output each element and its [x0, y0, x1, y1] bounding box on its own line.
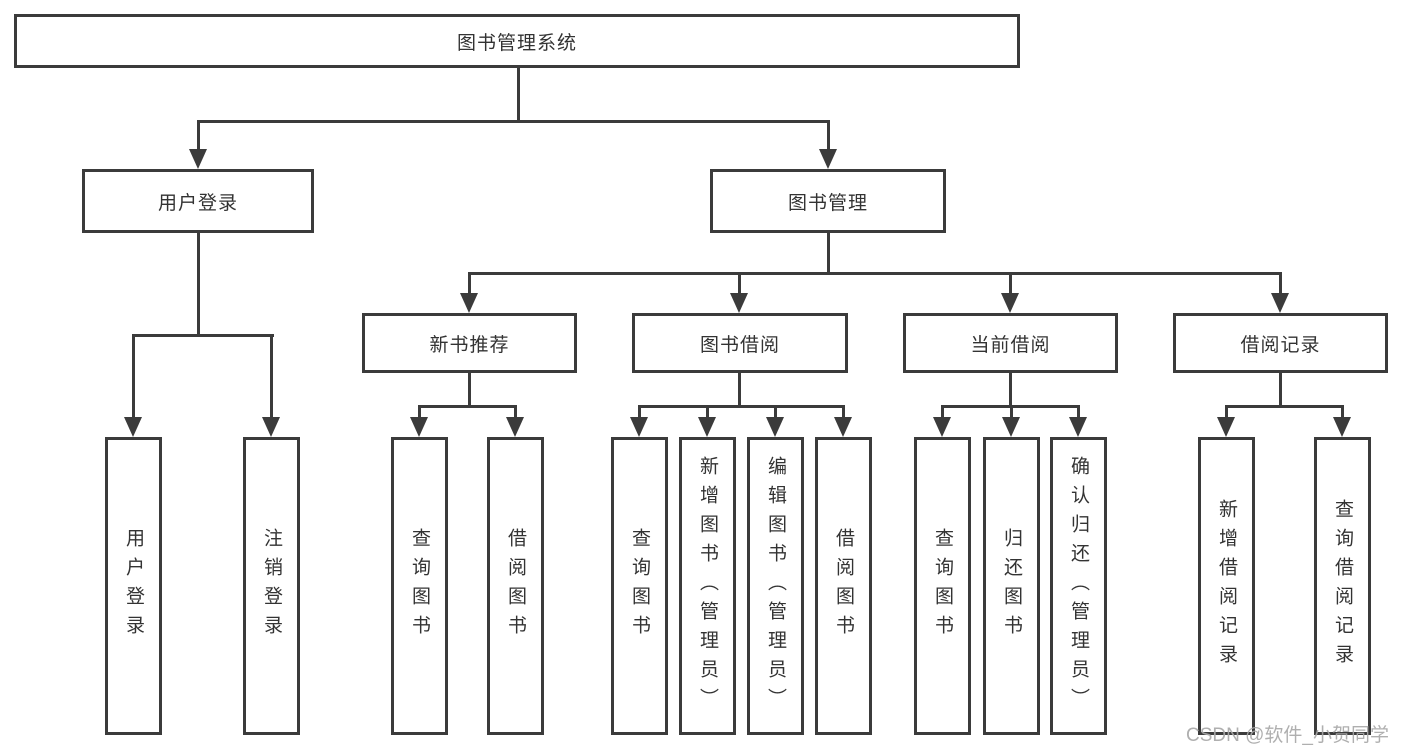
connector-line	[418, 405, 517, 408]
leaf-edit-books-admin: 编辑图书（管理员）	[747, 437, 804, 735]
arrow-down	[1002, 417, 1020, 437]
arrow-down	[698, 417, 716, 437]
connector-line	[827, 120, 830, 152]
arrow-down	[730, 293, 748, 313]
node-borrowing-records: 借阅记录	[1173, 313, 1388, 373]
node-current-borrowing: 当前借阅	[903, 313, 1118, 373]
connector-line	[1009, 373, 1012, 408]
connector-line	[638, 405, 845, 408]
connector-line	[1077, 405, 1080, 420]
connector-line	[197, 233, 200, 337]
connector-line	[827, 233, 830, 275]
node-label: 确认归还（管理员）	[1068, 455, 1089, 717]
arrow-down	[460, 293, 478, 313]
connector-line	[468, 272, 471, 298]
connector-line	[706, 405, 709, 420]
connector-line	[197, 120, 830, 123]
node-label: 借阅图书	[505, 528, 526, 644]
connector-line	[638, 405, 641, 420]
connector-line	[1225, 405, 1343, 408]
csdn-watermark: CSDN @软件_小贺同学	[1186, 725, 1389, 746]
node-label: 图书管理系统	[456, 32, 577, 54]
node-label: 用户登录	[123, 528, 144, 644]
connector-line	[270, 334, 273, 420]
connector-line	[774, 405, 777, 420]
arrow-down	[506, 417, 524, 437]
connector-line	[514, 405, 517, 420]
node-label: 借阅图书	[833, 528, 854, 644]
connector-line	[1279, 373, 1282, 408]
arrow-down	[124, 417, 142, 437]
node-label: 注销登录	[261, 528, 282, 644]
connector-line	[197, 120, 200, 152]
arrow-down	[630, 417, 648, 437]
connector-line	[1279, 272, 1282, 298]
leaf-logout: 注销登录	[243, 437, 300, 735]
connector-line	[1225, 405, 1228, 420]
node-label: 图书借阅	[699, 334, 780, 356]
leaf-confirm-return-admin: 确认归还（管理员）	[1050, 437, 1107, 735]
node-label: 当前借阅	[970, 334, 1051, 356]
node-user-login: 用户登录	[82, 169, 314, 233]
leaf-add-borrow-record: 新增借阅记录	[1198, 437, 1255, 735]
leaf-return-books: 归还图书	[983, 437, 1040, 735]
leaf-user-login: 用户登录	[105, 437, 162, 735]
leaf-borrow-books-recommend: 借阅图书	[487, 437, 544, 735]
connector-line	[468, 373, 471, 408]
connector-line	[1341, 405, 1344, 420]
connector-line	[418, 405, 421, 420]
arrow-down	[1271, 293, 1289, 313]
node-label: 查询图书	[932, 528, 953, 644]
arrow-down	[1001, 293, 1019, 313]
leaf-add-books-admin: 新增图书（管理员）	[679, 437, 736, 735]
node-label: 图书管理	[787, 192, 868, 214]
connector-line	[132, 334, 135, 420]
node-label: 新增借阅记录	[1216, 499, 1237, 673]
node-label: 编辑图书（管理员）	[765, 455, 786, 717]
connector-line	[738, 373, 741, 408]
arrow-down	[1217, 417, 1235, 437]
arrow-down	[834, 417, 852, 437]
node-label: 查询图书	[629, 528, 650, 644]
arrow-down	[933, 417, 951, 437]
node-label: 用户登录	[157, 192, 238, 214]
leaf-query-books-borrowing: 查询图书	[611, 437, 668, 735]
connector-line	[468, 272, 1282, 275]
node-new-book-recommendation: 新书推荐	[362, 313, 577, 373]
node-label: 查询借阅记录	[1332, 499, 1353, 673]
arrow-down	[410, 417, 428, 437]
connector-line	[941, 405, 944, 420]
arrow-down	[819, 149, 837, 169]
connector-line	[842, 405, 845, 420]
arrow-down	[1333, 417, 1351, 437]
connector-line	[738, 272, 741, 298]
node-label: 新书推荐	[429, 334, 510, 356]
arrow-down	[262, 417, 280, 437]
node-label: 新增图书（管理员）	[697, 455, 718, 717]
leaf-query-books-recommend: 查询图书	[391, 437, 448, 735]
connector-line	[517, 68, 520, 123]
node-label: 归还图书	[1001, 528, 1022, 644]
connector-line	[1010, 405, 1013, 420]
node-label: 查询图书	[409, 528, 430, 644]
leaf-query-borrow-record: 查询借阅记录	[1314, 437, 1371, 735]
node-book-management: 图书管理	[710, 169, 946, 233]
connector-line	[132, 334, 274, 337]
node-label: 借阅记录	[1240, 334, 1321, 356]
arrow-down	[189, 149, 207, 169]
node-library-system: 图书管理系统	[14, 14, 1020, 68]
node-book-borrowing: 图书借阅	[632, 313, 848, 373]
leaf-query-books-current: 查询图书	[914, 437, 971, 735]
leaf-borrow-books-borrowing: 借阅图书	[815, 437, 872, 735]
arrow-down	[1069, 417, 1087, 437]
connector-line	[1009, 272, 1012, 298]
arrow-down	[766, 417, 784, 437]
